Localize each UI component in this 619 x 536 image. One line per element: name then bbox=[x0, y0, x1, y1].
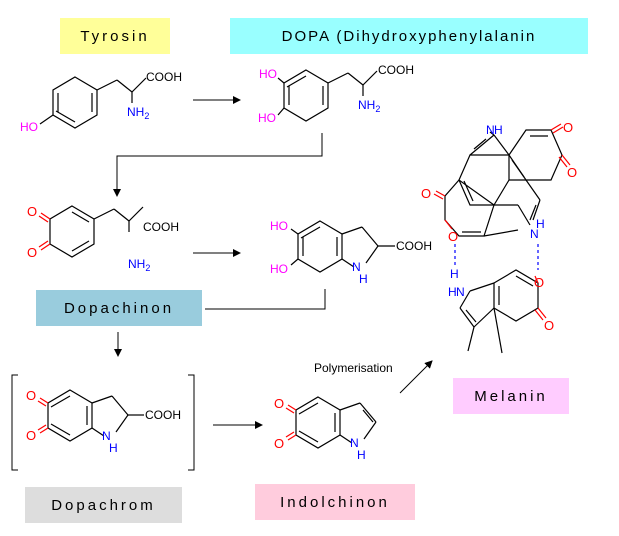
indolchinon-o-top: O bbox=[274, 396, 284, 411]
dopa-ho-top: HO bbox=[259, 67, 277, 81]
arrow-dopa-dopachinon bbox=[113, 133, 323, 197]
dopachrom-cooh: COOH bbox=[145, 408, 181, 422]
label-melanin: Melanin bbox=[453, 378, 569, 414]
melanin-h-top: H bbox=[494, 123, 503, 137]
label-dopachrom: Dopachrom bbox=[25, 487, 182, 523]
tyrosin-nh2: NH2 bbox=[127, 105, 149, 121]
dopachinon-nh2: NH2 bbox=[128, 257, 150, 273]
melanin-o-left-top: O bbox=[421, 186, 431, 201]
arrow-polymerisation bbox=[399, 360, 433, 394]
melanin-o-bottom-top: O bbox=[534, 275, 544, 290]
indolchinon-structure: N H O O bbox=[274, 396, 377, 462]
label-dopachinon: Dopachinon bbox=[36, 290, 202, 326]
melanin-o-mid-right: O bbox=[567, 165, 577, 180]
tyrosin-structure: COOH NH2 HO bbox=[20, 70, 182, 134]
melanin-n-top: N bbox=[486, 123, 495, 137]
dopa-ho-bottom: HO bbox=[258, 111, 276, 125]
dopachinon-structure: COOH NH2 O O bbox=[27, 204, 179, 273]
label-dopa: DOPA (Dihydroxyphenylalanin bbox=[230, 18, 588, 54]
polymerisation-label: Polymerisation bbox=[314, 361, 393, 375]
melanin-n-bottom: N bbox=[456, 285, 465, 299]
leuko-ho-top: HO bbox=[270, 219, 288, 233]
label-indolchinon: Indolchinon bbox=[255, 484, 415, 520]
connector-leuko-dopachinon bbox=[205, 289, 326, 310]
melanin-o-bottom: O bbox=[544, 318, 554, 333]
dopachrom-o-bottom: O bbox=[26, 428, 36, 443]
melanin-h-bond-left: H bbox=[450, 267, 459, 281]
indolchinon-h: H bbox=[357, 448, 366, 462]
dopachrom-o-top: O bbox=[26, 388, 36, 403]
melanin-structure: N H O O O O N H H N H O O bbox=[421, 120, 577, 354]
dopa-nh2: NH2 bbox=[358, 98, 380, 114]
label-tyrosin: Tyrosin bbox=[60, 18, 170, 54]
dopa-cooh: COOH bbox=[378, 63, 414, 77]
leuko-ho-bottom: HO bbox=[270, 262, 288, 276]
leuko-n: N bbox=[352, 260, 361, 274]
leuko-h: H bbox=[359, 272, 368, 286]
indolchinon-n: N bbox=[350, 436, 359, 450]
dopachinon-o-bottom: O bbox=[27, 245, 37, 260]
dopachrom-structure: COOH N H O O bbox=[11, 374, 195, 471]
dopa-structure: COOH NH2 HO HO bbox=[258, 63, 414, 125]
melanin-o-left-bottom: O bbox=[448, 229, 458, 244]
melanin-h-bottom: H bbox=[448, 285, 457, 299]
melanin-n-mid: N bbox=[530, 227, 539, 241]
dopachrom-h: H bbox=[109, 441, 118, 455]
melanin-o-top-right: O bbox=[563, 120, 573, 135]
leukodopachrom-structure: COOH N H HO HO bbox=[270, 219, 432, 286]
dopachrom-n: N bbox=[102, 429, 111, 443]
melanin-h-mid: H bbox=[536, 217, 545, 231]
dopachinon-cooh: COOH bbox=[143, 220, 179, 234]
tyrosin-cooh: COOH bbox=[146, 70, 182, 84]
tyrosin-ho: HO bbox=[20, 120, 38, 134]
leuko-cooh: COOH bbox=[396, 239, 432, 253]
indolchinon-o-bottom: O bbox=[274, 436, 284, 451]
dopachinon-o-top: O bbox=[27, 204, 37, 219]
